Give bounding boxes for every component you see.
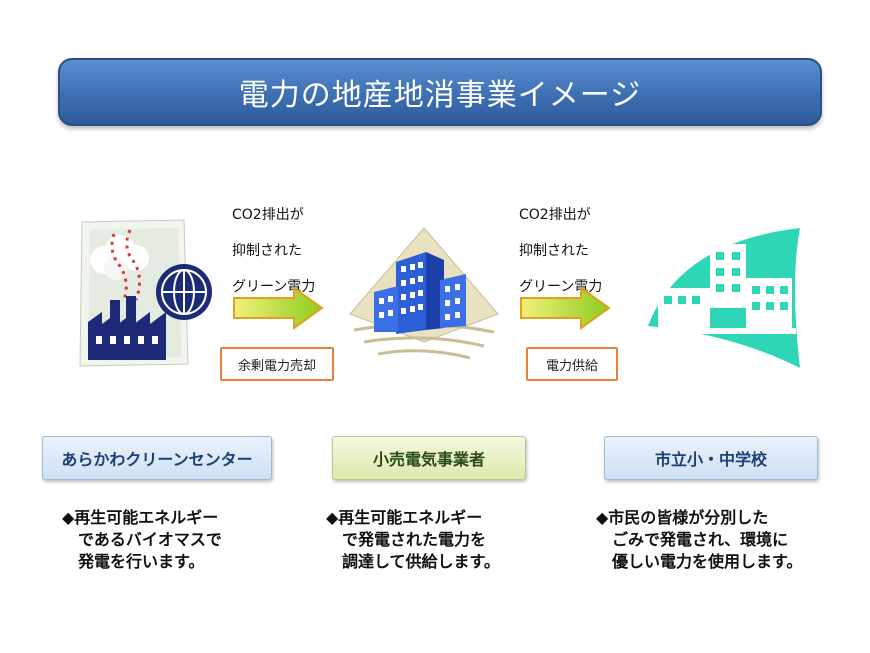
flow-1-line-1: CO2排出が [232, 207, 304, 223]
desc-line: 優しい電力を使用します。 [612, 552, 803, 571]
desc-line: ◆市民の皆様が分別した [596, 508, 769, 527]
entity-desc-clean-center: ◆再生可能エネルギー であるバイオマスで 発電を行います。 [62, 507, 222, 573]
flow-1-tag: 余剰電力売却 [220, 347, 334, 381]
factory-icon [79, 219, 212, 367]
entity-label-schools: 市立小・中学校 [604, 436, 818, 480]
desc-line: ◆再生可能エネルギー [326, 508, 483, 527]
entity-desc-retailer: ◆再生可能エネルギー で発電された電力を 調達して供給します。 [326, 507, 500, 573]
desc-line: 発電を行います。 [78, 552, 205, 571]
arrow-right-icon [233, 286, 324, 330]
flow-2-line-1: CO2排出が [519, 207, 591, 223]
entity-label-clean-center: あらかわクリーンセンター [42, 436, 272, 480]
desc-line: ◆再生可能エネルギー [62, 508, 219, 527]
school-icon [648, 228, 800, 368]
page-title: 電力の地産地消事業イメージ [238, 78, 642, 113]
arrow-right-icon [520, 286, 611, 330]
flow-2-line-2: 抑制された [519, 243, 589, 259]
flow-1-line-2: 抑制された [232, 243, 302, 259]
title-banner: 電力の地産地消事業イメージ [58, 58, 822, 126]
desc-line: であるバイオマスで [78, 530, 222, 549]
entity-label-retailer: 小売電気事業者 [332, 436, 526, 480]
entity-desc-schools: ◆市民の皆様が分別した ごみで発電され、環境に 優しい電力を使用します。 [596, 507, 802, 573]
desc-line: ごみで発電され、環境に [612, 530, 789, 549]
office-buildings-icon [349, 227, 499, 360]
flow-2-tag: 電力供給 [526, 347, 618, 381]
desc-line: 調達して供給します。 [342, 552, 500, 571]
desc-line: で発電された電力を [342, 530, 487, 549]
